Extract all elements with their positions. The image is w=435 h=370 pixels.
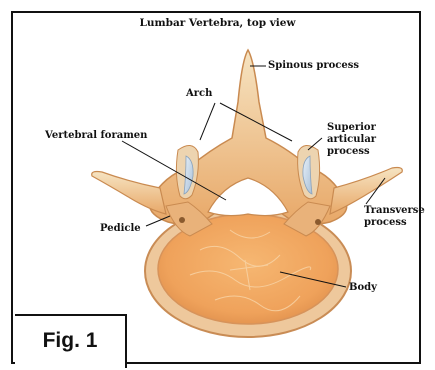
figure-title: Lumbar Vertebra, top view: [0, 17, 435, 29]
left-pedicle-foramen: [179, 217, 185, 223]
figure-number-badge: Fig. 1: [15, 314, 127, 368]
label-spinous-process: Spinous process: [268, 60, 359, 72]
label-transverse-line1: Transverse: [364, 205, 425, 217]
leader-arch-left: [200, 103, 215, 140]
label-transverse-line2: process: [364, 217, 407, 229]
label-superior-articular-line3: process: [327, 146, 370, 158]
label-superior-articular-line2: articular: [327, 134, 376, 146]
label-body: Body: [349, 282, 377, 294]
label-arch: Arch: [186, 88, 212, 100]
label-superior-articular-line1: Superior: [327, 122, 376, 134]
label-pedicle: Pedicle: [100, 223, 141, 235]
right-pedicle-foramen: [315, 219, 321, 225]
left-transverse-process: [92, 172, 166, 215]
label-vertebral-foramen: Vertebral foramen: [45, 130, 147, 142]
